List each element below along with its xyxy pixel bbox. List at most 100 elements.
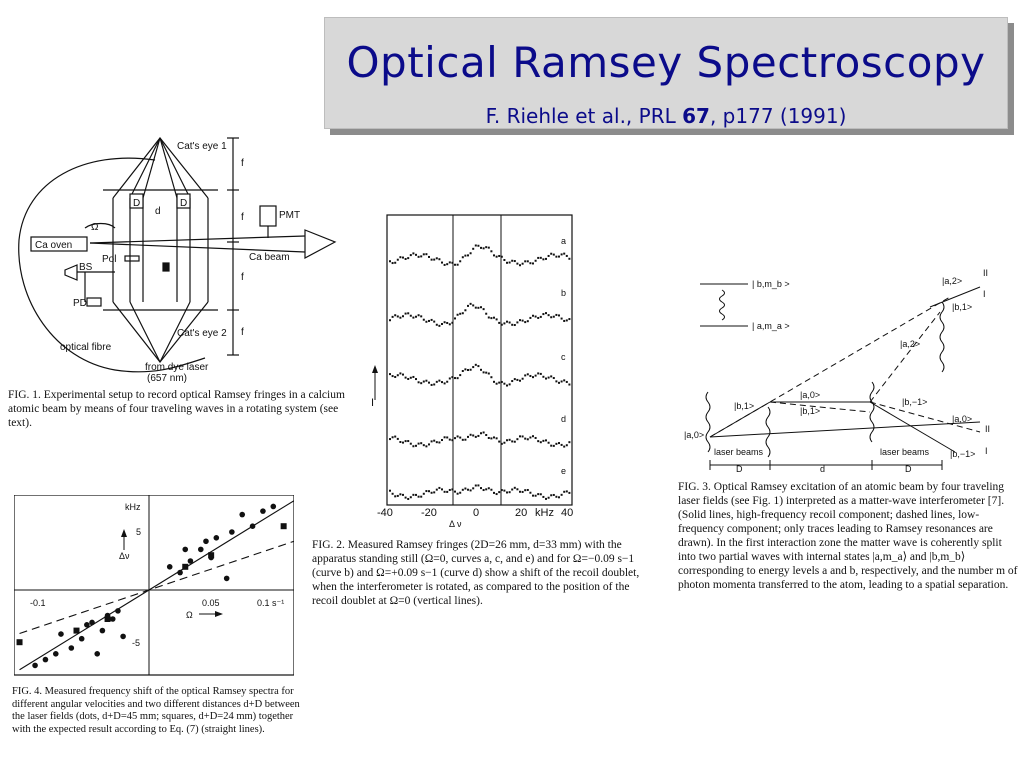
fringe-point <box>420 255 423 258</box>
fringe-point <box>537 316 540 319</box>
fringe-point <box>412 316 415 319</box>
fringe-point <box>420 315 423 318</box>
fig3-D2-label: D <box>905 464 912 474</box>
fringe-point <box>542 313 545 316</box>
fringe-point <box>495 493 498 496</box>
fig1-setup-diagram: Cat's eye 1 Cat's eye 2 PMT Ca oven Ca b… <box>18 137 337 384</box>
fringe-point <box>464 309 467 312</box>
fringe-point <box>555 495 558 498</box>
fringe-point <box>448 377 451 380</box>
fringe-point <box>391 315 394 318</box>
fringe-point <box>467 435 469 438</box>
data-dot <box>109 616 116 622</box>
fringe-point <box>407 377 410 380</box>
fringe-point <box>469 368 472 371</box>
fringe-point <box>480 487 482 490</box>
fringe-point <box>563 490 566 493</box>
fringe-point <box>503 441 506 444</box>
fig2-curve-a-label: a <box>561 236 566 246</box>
fringe-point <box>477 484 480 487</box>
fringe-point <box>415 493 417 496</box>
slide-subtitle: F. Riehle et al., PRL 67, p177 (1991) <box>325 104 1007 128</box>
fringe-point <box>441 261 443 264</box>
fringe-point <box>430 318 433 321</box>
fringe-point <box>511 380 514 383</box>
fringe-point <box>472 366 475 369</box>
fringe-point <box>516 488 519 491</box>
fringe-point <box>563 379 566 382</box>
fringe-point <box>558 496 560 499</box>
fig1-pd-label: PD <box>73 298 87 309</box>
data-dot <box>89 619 95 626</box>
fig1-D-right-label: D <box>180 198 187 209</box>
fringe-point <box>404 496 407 499</box>
fringe-point <box>456 313 459 316</box>
fringe-point <box>565 254 568 257</box>
fringe-point <box>498 381 501 384</box>
data-dot <box>58 631 64 637</box>
fig1-f3-label: f <box>241 272 244 283</box>
fringe-point <box>396 315 399 318</box>
fringe-point <box>565 319 568 322</box>
fringe-point <box>472 487 475 490</box>
solid-fit-line <box>19 500 294 671</box>
fringe-point <box>428 490 430 493</box>
fringe-point <box>480 368 482 371</box>
data-dot <box>99 627 106 634</box>
fringe-point <box>519 319 521 322</box>
fringe-point <box>454 377 456 380</box>
fringe-point <box>555 380 558 383</box>
fringe-point <box>477 365 480 368</box>
fig2-curve-e-label: e <box>561 466 566 476</box>
data-square <box>104 616 111 622</box>
fig3-bm1-mid-label: |b,−1> <box>902 397 927 407</box>
fringe-point <box>412 375 415 378</box>
fig3-roman-II-bot: II <box>985 424 990 434</box>
fringe-point <box>495 437 498 440</box>
fringe-point <box>485 434 488 437</box>
fringe-point <box>461 488 464 491</box>
fringe-point <box>552 315 555 318</box>
fringe-point <box>547 376 550 379</box>
fig2-curve-c-label: c <box>561 352 566 362</box>
fringe-point <box>420 495 423 498</box>
fig1-optical-fibre-label: optical fibre <box>60 342 112 353</box>
fringe-point <box>412 252 415 255</box>
fringe-point <box>402 441 404 444</box>
fringe-point <box>485 312 488 315</box>
fringe-point <box>498 254 501 257</box>
fringe-point <box>490 437 493 440</box>
fringe-point <box>545 257 547 260</box>
fringe-point <box>508 438 511 441</box>
fringe-point <box>456 377 459 380</box>
fig4-yunit: kHz <box>125 502 141 512</box>
fringe-point <box>493 380 495 383</box>
fringe-point <box>529 491 532 494</box>
data-square <box>16 639 23 646</box>
fig3-a2-top-label: |a,2> <box>942 276 962 286</box>
data-dot <box>260 508 266 514</box>
data-square <box>208 552 215 559</box>
data-square <box>182 563 189 570</box>
fringe-point <box>568 318 571 321</box>
fringe-point <box>428 443 430 446</box>
fringe-point <box>459 374 462 377</box>
fringe-point <box>451 321 454 324</box>
fig3-interferometer-diagram: | b,m_b > | a,m_a > |a,2> |b,1> |a,2> |a… <box>684 268 990 474</box>
fringe-point <box>425 445 428 448</box>
fringe-point <box>412 493 415 496</box>
fig3-a0-mid-label: |a,0> <box>800 390 820 400</box>
fringe-point <box>394 495 397 498</box>
data-dot <box>187 558 194 564</box>
fringe-point <box>420 442 423 445</box>
fringe-point <box>433 439 436 442</box>
fringe-point <box>407 440 410 443</box>
fringe-point <box>516 378 519 381</box>
fig1-d-label: d <box>155 206 161 217</box>
fig2-ylabel: I <box>371 397 374 409</box>
fringe-point <box>451 488 454 491</box>
fringe-point <box>565 444 568 447</box>
fig4-xtick-m01: -0.1 <box>30 598 46 608</box>
fringe-point <box>425 320 428 323</box>
fringe-point <box>422 318 425 321</box>
